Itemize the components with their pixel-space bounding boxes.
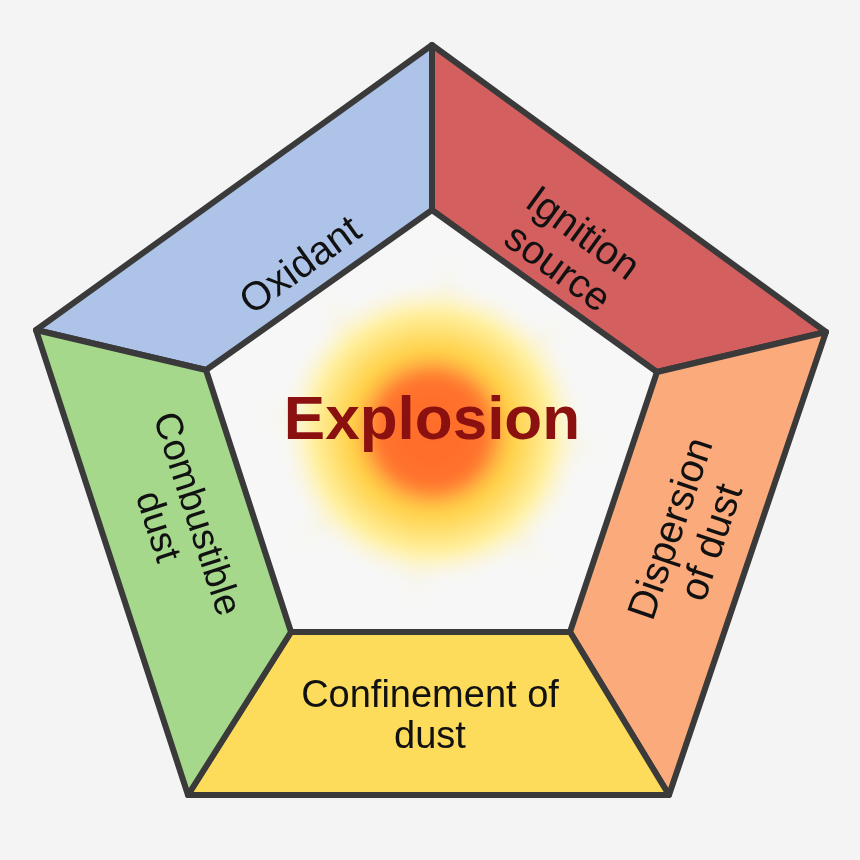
band-shape bbox=[432, 45, 826, 372]
combustible-band: Combustible dust bbox=[36, 330, 291, 795]
band-outline bbox=[432, 45, 826, 372]
band-label: Confinement of dust bbox=[280, 674, 580, 756]
band-outline bbox=[36, 45, 432, 370]
center-title: Explosion bbox=[232, 385, 632, 452]
band-outline bbox=[36, 330, 291, 795]
band-outline bbox=[206, 210, 657, 632]
oxidant-band: Oxidant bbox=[36, 45, 432, 370]
ignition-band: Ignition source bbox=[432, 45, 826, 372]
explosion-center: Explosion bbox=[206, 210, 657, 632]
